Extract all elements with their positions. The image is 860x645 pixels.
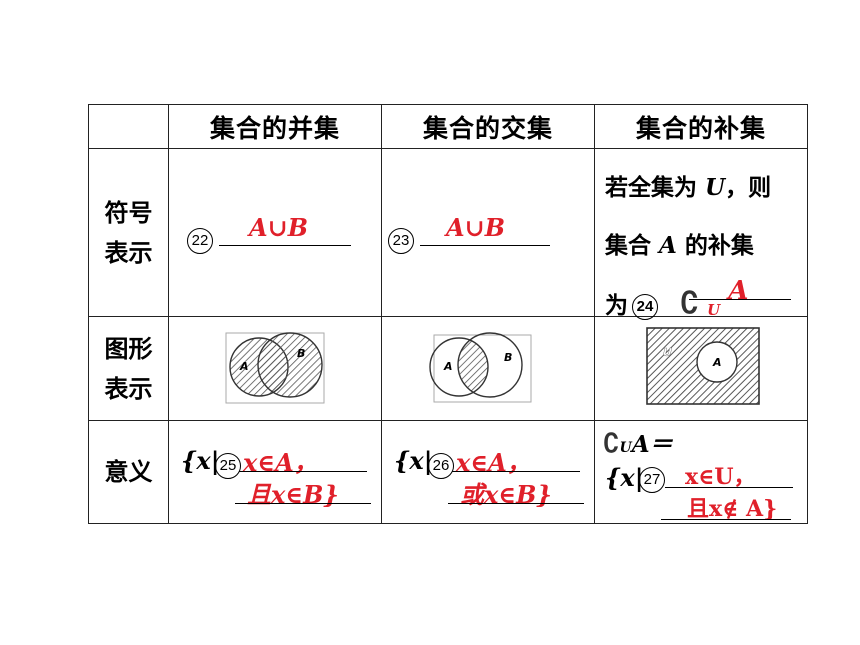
union-meaning-line2: 且x∈B}: [247, 480, 339, 509]
intersection-set-b-label: B: [504, 351, 512, 364]
header-complement: 集合的补集: [594, 104, 808, 149]
header-intersection: 集合的交集: [381, 104, 595, 149]
blank-number-26: 26: [428, 453, 454, 479]
complement-meaning-blank1: [665, 487, 793, 488]
header-row: 集合的并集 集合的交集 集合的补集: [88, 104, 808, 149]
complement-figure-cell: U A: [594, 316, 808, 421]
complement-text-line1: 若全集为 U，则: [605, 174, 772, 201]
union-meaning-prefix: {x|: [181, 446, 220, 475]
union-set-b-label: B: [297, 347, 305, 360]
blank-number-27: 27: [639, 467, 665, 493]
symbol-row-label: 符号 表示: [88, 148, 169, 317]
intersection-meaning-line2: 或x∈B}: [460, 480, 552, 509]
header-empty: [88, 104, 169, 149]
complement-meaning-blank2: [661, 519, 791, 520]
union-answer-blank: [219, 245, 351, 246]
intersection-answer-blank: [420, 245, 550, 246]
complement-meaning-line1: x∈U，: [685, 464, 756, 490]
intersection-meaning-line1: x∈A，: [456, 448, 531, 477]
figure-row: 图形 表示 A B: [88, 316, 808, 421]
complement-meaning-prefix: {x|: [605, 463, 644, 492]
union-meaning-line1: x∈A，: [243, 448, 318, 477]
intersection-meaning-cell: {x| 26 x∈A， 或x∈B}: [381, 420, 595, 524]
complement-meaning-cell: ∁UA＝ {x| 27 x∈U， 且x∉ A}: [594, 420, 808, 524]
meaning-row: 意义 {x| 25 x∈A， 且x∈B} {x| 26 x∈A， 或x∈B} ∁…: [88, 420, 808, 524]
complement-text-line3: 为 24 ∁ U A: [605, 276, 749, 321]
complement-symbol-answer: A: [728, 276, 749, 306]
union-figure-cell: A B: [168, 316, 382, 421]
header-union: 集合的并集: [168, 104, 382, 149]
complement-answer-blank: [689, 299, 791, 300]
union-venn-diagram: A B: [225, 332, 325, 404]
union-meaning-blank2: [235, 503, 371, 504]
complement-meaning-head: ∁UA＝: [603, 429, 673, 459]
intersection-set-a-label: A: [443, 360, 453, 373]
intersection-symbol-answer: A∪B: [446, 213, 506, 242]
complement-universe-label: U: [663, 346, 672, 359]
intersection-meaning-blank2: [448, 503, 584, 504]
complement-c-icon: ∁: [680, 286, 700, 321]
complement-c-icon-2: ∁: [603, 429, 620, 459]
blank-number-22: 22: [187, 228, 213, 254]
intersection-figure-cell: A B: [381, 316, 595, 421]
complement-text-line2: 集合 A 的补集: [605, 232, 754, 259]
complement-meaning-line2: 且x∉ A}: [687, 496, 778, 522]
sets-comparison-table: 集合的并集 集合的交集 集合的补集 符号 表示 22 A∪B 23 A∪B 若全…: [88, 104, 808, 524]
intersection-meaning-blank1: [452, 471, 580, 472]
union-symbol-answer: A∪B: [249, 213, 309, 242]
symbol-row: 符号 表示 22 A∪B 23 A∪B 若全集为 U，则 集合 A 的补集 为 …: [88, 148, 808, 321]
union-meaning-blank1: [239, 471, 367, 472]
complement-symbol-text: 若全集为 U，则 集合 A 的补集 为 24 ∁ U A: [605, 159, 771, 339]
blank-number-23: 23: [388, 228, 414, 254]
intersection-symbol-cell: 23 A∪B: [381, 148, 595, 317]
complement-venn-diagram: U A: [646, 327, 760, 405]
union-meaning-cell: {x| 25 x∈A， 且x∈B}: [168, 420, 382, 524]
intersection-meaning-prefix: {x|: [394, 446, 433, 475]
union-set-a-label: A: [239, 360, 249, 373]
complement-symbol-cell: 若全集为 U，则 集合 A 的补集 为 24 ∁ U A: [594, 148, 808, 321]
union-symbol-cell: 22 A∪B: [168, 148, 382, 317]
complement-set-a-label: A: [712, 356, 722, 369]
meaning-row-label: 意义: [88, 420, 169, 524]
figure-row-label: 图形 表示: [88, 316, 169, 421]
blank-number-25: 25: [215, 453, 241, 479]
intersection-venn-diagram: A B: [429, 332, 532, 403]
